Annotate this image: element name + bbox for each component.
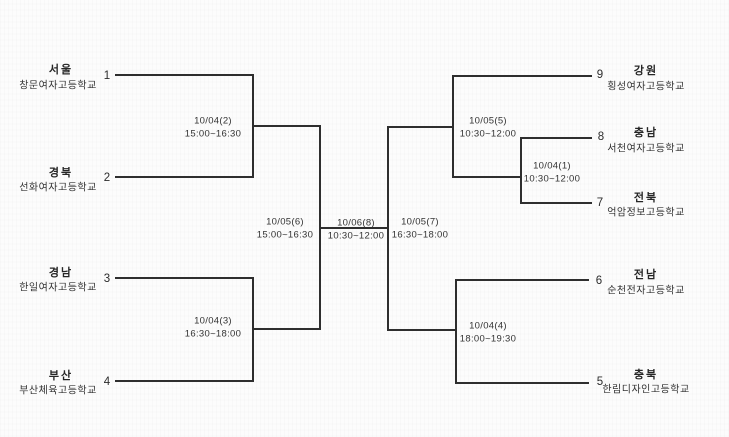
match-5-date: 10/05(5) (469, 115, 507, 127)
match-4-date: 10/04(4) (469, 320, 507, 332)
seed-number-7: 7 (596, 197, 604, 209)
team-region-seoul: 서울 (48, 64, 74, 76)
match-3-schedule: 10/04(3) 16:30~18:00 (185, 316, 241, 341)
team-school-gyeongbuk: 선화여자고등학교 (19, 182, 97, 194)
team-school-chungnam: 서천여자고등학교 (607, 143, 685, 155)
seed-number-9: 9 (596, 69, 604, 81)
match-7-schedule: 10/05(7) 16:30~18:00 (392, 217, 448, 242)
match-7-time: 16:30~18:00 (391, 229, 449, 240)
match-5-schedule: 10/05(5) 10:30~12:00 (460, 116, 516, 141)
team-school-jeonnam: 순천전자고등학교 (607, 285, 685, 297)
team-school-jeonbuk: 억암정보고등학교 (607, 207, 685, 219)
match-3-date: 10/04(3) (194, 315, 232, 327)
team-region-chungnam: 충남 (633, 127, 659, 139)
team-region-gyeongnam: 경남 (48, 267, 74, 279)
team-region-chungbuk: 충북 (633, 369, 659, 381)
seed-number-1: 1 (103, 70, 111, 82)
match-5-time: 10:30~12:00 (459, 128, 517, 139)
match-3-time: 16:30~18:00 (184, 328, 242, 339)
match-2-schedule: 10/04(2) 15:00~16:30 (185, 116, 241, 141)
team-region-jeonnam: 전남 (633, 269, 659, 281)
team-region-jeonbuk: 전북 (633, 192, 659, 204)
match-1-date: 10/04(1) (533, 160, 571, 172)
team-school-chungbuk: 한림디자인고등학교 (602, 384, 690, 396)
match-6-schedule: 10/05(6) 15:00~16:30 (257, 217, 313, 242)
match-4-time: 18:00~19:30 (459, 333, 517, 344)
match-1-time: 10:30~12:00 (523, 173, 581, 184)
team-region-gangwon: 강원 (633, 65, 659, 77)
team-school-gyeongnam: 한일여자고등학교 (19, 282, 97, 294)
seed-number-4: 4 (103, 376, 111, 388)
team-region-busan: 부산 (48, 370, 74, 382)
seed-number-3: 3 (103, 273, 111, 285)
team-school-busan: 부산체육고등학교 (19, 385, 97, 397)
match-6-date: 10/05(6) (266, 216, 304, 228)
match-8-date: 10/06(8) (337, 217, 375, 229)
team-region-gyeongbuk: 경북 (48, 167, 74, 179)
match-2-time: 15:00~16:30 (184, 128, 242, 139)
team-school-seoul: 창문여자고등학교 (19, 80, 97, 92)
match-8-final-schedule: 10/06(8) 10:30~12:00 (328, 218, 384, 243)
match-8-time: 10:30~12:00 (327, 230, 385, 241)
match-7-date: 10/05(7) (401, 216, 439, 228)
seed-number-6: 6 (595, 275, 603, 287)
team-school-gangwon: 횡성여자고등학교 (607, 81, 685, 93)
seed-number-2: 2 (103, 172, 111, 184)
match-2-date: 10/04(2) (194, 115, 232, 127)
match-4-schedule: 10/04(4) 18:00~19:30 (460, 321, 516, 346)
seed-number-8: 8 (597, 131, 605, 143)
match-6-time: 15:00~16:30 (256, 229, 314, 240)
match-1-schedule: 10/04(1) 10:30~12:00 (524, 161, 580, 186)
seed-number-5: 5 (596, 376, 604, 388)
